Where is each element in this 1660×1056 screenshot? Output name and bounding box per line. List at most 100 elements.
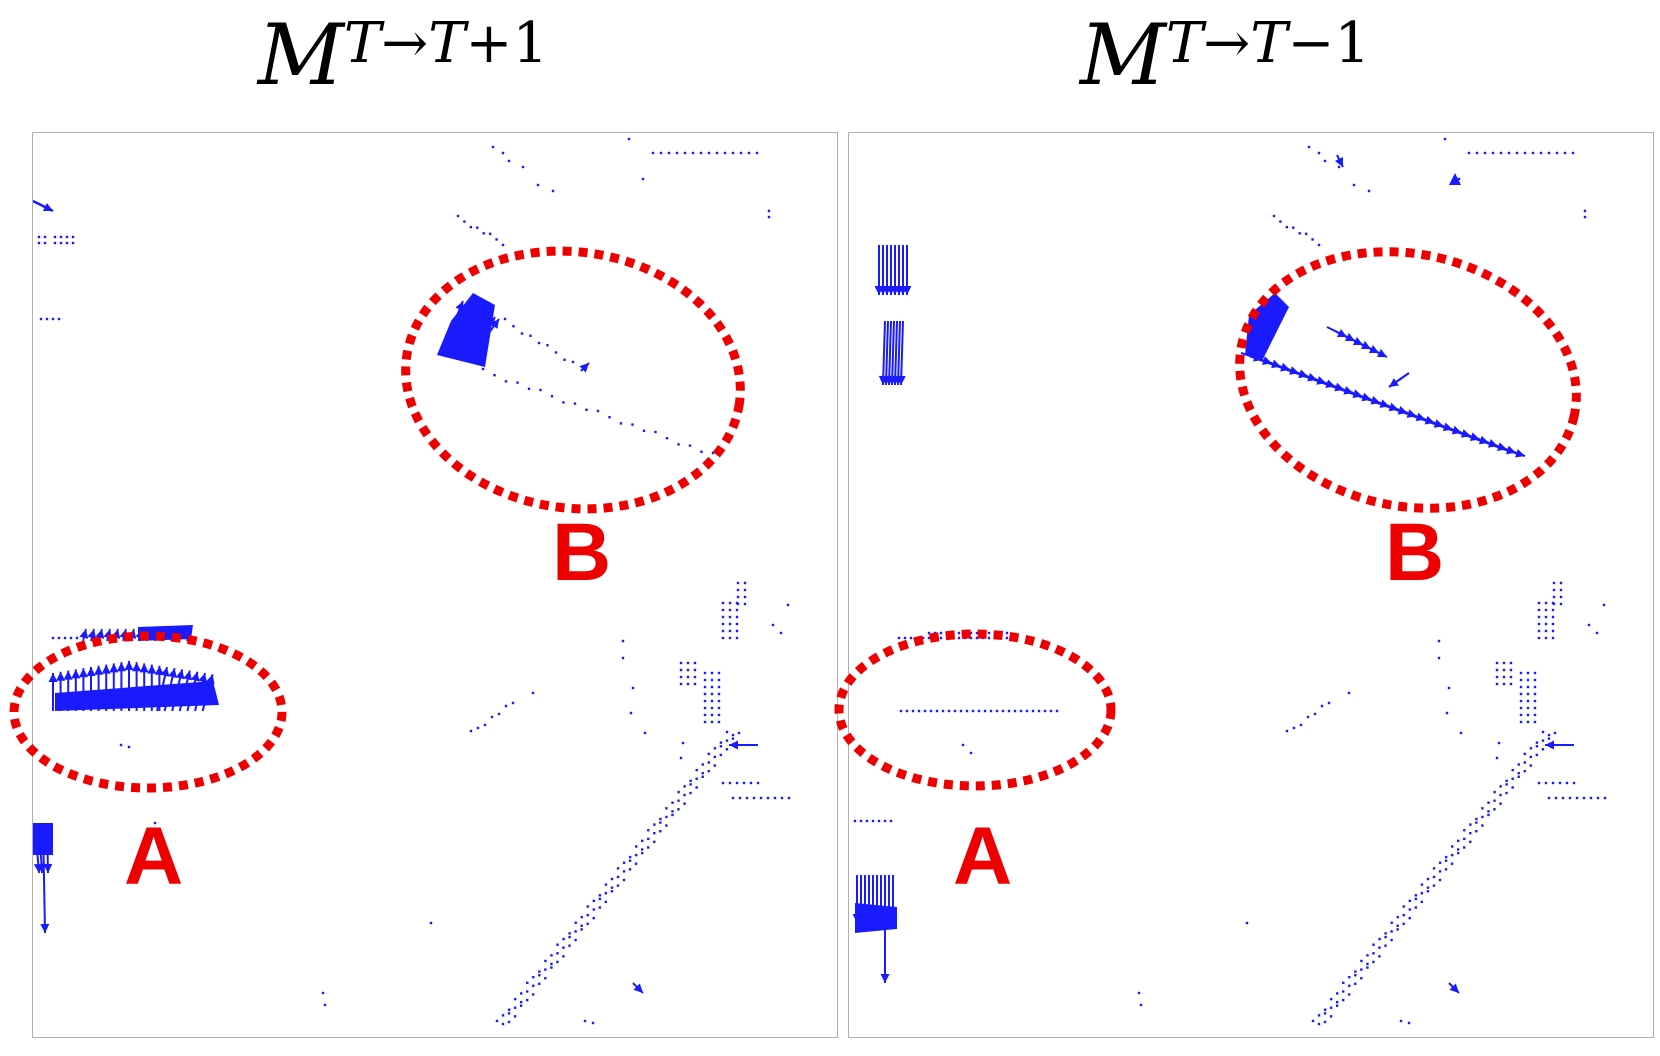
vector-dot (989, 709, 993, 713)
vector-dot (710, 685, 714, 689)
vector-dot (580, 928, 583, 931)
vector-dot (65, 235, 69, 239)
vector-dot (1378, 955, 1381, 958)
vector-dot (1509, 661, 1513, 665)
motion-vector-arrow (888, 320, 892, 386)
arrow-head (63, 670, 73, 680)
vector-dot (504, 380, 508, 383)
vector-dot (1519, 713, 1523, 717)
vector-dot (735, 636, 739, 640)
vector-dot (537, 341, 541, 345)
vector-dot (723, 151, 727, 155)
vector-dot (721, 622, 725, 626)
arrow-head (86, 667, 96, 676)
vector-dot (1320, 704, 1324, 708)
vector-dot (616, 867, 620, 870)
vector-dot (574, 938, 577, 942)
vector-dot (550, 954, 553, 957)
vector-dot (1457, 839, 1460, 843)
vector-dot (1317, 1014, 1321, 1017)
vector-dot (1354, 982, 1357, 986)
vector-dot (1502, 668, 1506, 672)
vector-dot (1526, 699, 1530, 703)
vector-dot (671, 801, 674, 804)
vector-dot (647, 846, 650, 849)
vector-dot (939, 636, 943, 640)
vector-dot (544, 977, 547, 980)
vector-dot (491, 145, 495, 149)
vector-dot (1360, 959, 1363, 963)
vector-dot (495, 1019, 499, 1023)
vector-dot (653, 832, 656, 835)
vector-dot (119, 743, 123, 747)
vector-dot (731, 151, 735, 155)
vector-dot (743, 588, 747, 592)
vector-dot (1469, 832, 1472, 835)
vector-dot (731, 733, 735, 737)
vector-dot (686, 682, 690, 686)
vector-dot (728, 615, 732, 619)
vector-dot (616, 875, 620, 879)
vector-dot (735, 781, 739, 785)
vector-dot (544, 959, 547, 963)
motion-vector-arrow (882, 320, 886, 386)
vector-dot (1502, 682, 1506, 686)
vector-dot (1537, 615, 1541, 619)
vector-dot (526, 981, 529, 985)
vector-dot (1469, 840, 1472, 844)
vector-dot (1551, 615, 1555, 619)
vector-dot (957, 636, 961, 640)
vector-dot (677, 790, 680, 794)
vector-dot (463, 220, 466, 223)
vector-dot (1559, 588, 1563, 592)
vector-dot (469, 729, 473, 733)
vector-dot (1603, 796, 1607, 800)
vector-dot (1559, 581, 1563, 585)
arrow-head (1389, 378, 1399, 387)
vector-dot (556, 943, 559, 946)
vector-dot (519, 1000, 523, 1004)
vector-dot (1535, 745, 1539, 748)
vector-dot (707, 151, 711, 155)
vector-dot (1517, 763, 1520, 766)
vector-dot (683, 793, 686, 797)
vector-dot (721, 608, 725, 612)
vector-dot (1366, 966, 1369, 969)
vector-dot (1559, 602, 1563, 606)
vector-dot (883, 819, 887, 823)
vector-dot (538, 974, 541, 977)
vector-dot (592, 916, 595, 920)
vector-dot (37, 241, 41, 245)
title-base: M (257, 6, 344, 104)
vector-dot (767, 209, 771, 213)
dense-vector-cluster (33, 823, 53, 855)
vector-dot (592, 908, 595, 911)
vector-dot (1502, 661, 1506, 665)
vector-dot (529, 334, 532, 337)
vector-dot (1519, 685, 1523, 689)
vector-dot (711, 451, 715, 455)
vector-dot (695, 777, 698, 780)
vector-dot (1544, 629, 1548, 633)
vector-dot (1444, 868, 1448, 871)
motion-vector-arrow (897, 320, 901, 386)
vector-dot (1533, 713, 1537, 717)
vector-dot (1582, 796, 1586, 800)
vector-dot (127, 745, 131, 749)
arrow-head (132, 662, 142, 672)
vector-dot (975, 631, 979, 635)
vector-dot (1378, 946, 1381, 949)
vector-dot (1554, 796, 1558, 800)
vector-dot (707, 761, 710, 764)
vector-dot (628, 855, 632, 859)
vector-dot (677, 443, 680, 446)
vector-dot (1497, 741, 1501, 745)
vector-dot (1526, 671, 1530, 675)
vector-dot (738, 796, 742, 800)
vector-dot (497, 712, 501, 716)
vector-dot (521, 165, 525, 169)
vector-dot (1414, 906, 1417, 909)
dense-vector-cluster (855, 903, 897, 933)
vector-dot (37, 235, 41, 239)
